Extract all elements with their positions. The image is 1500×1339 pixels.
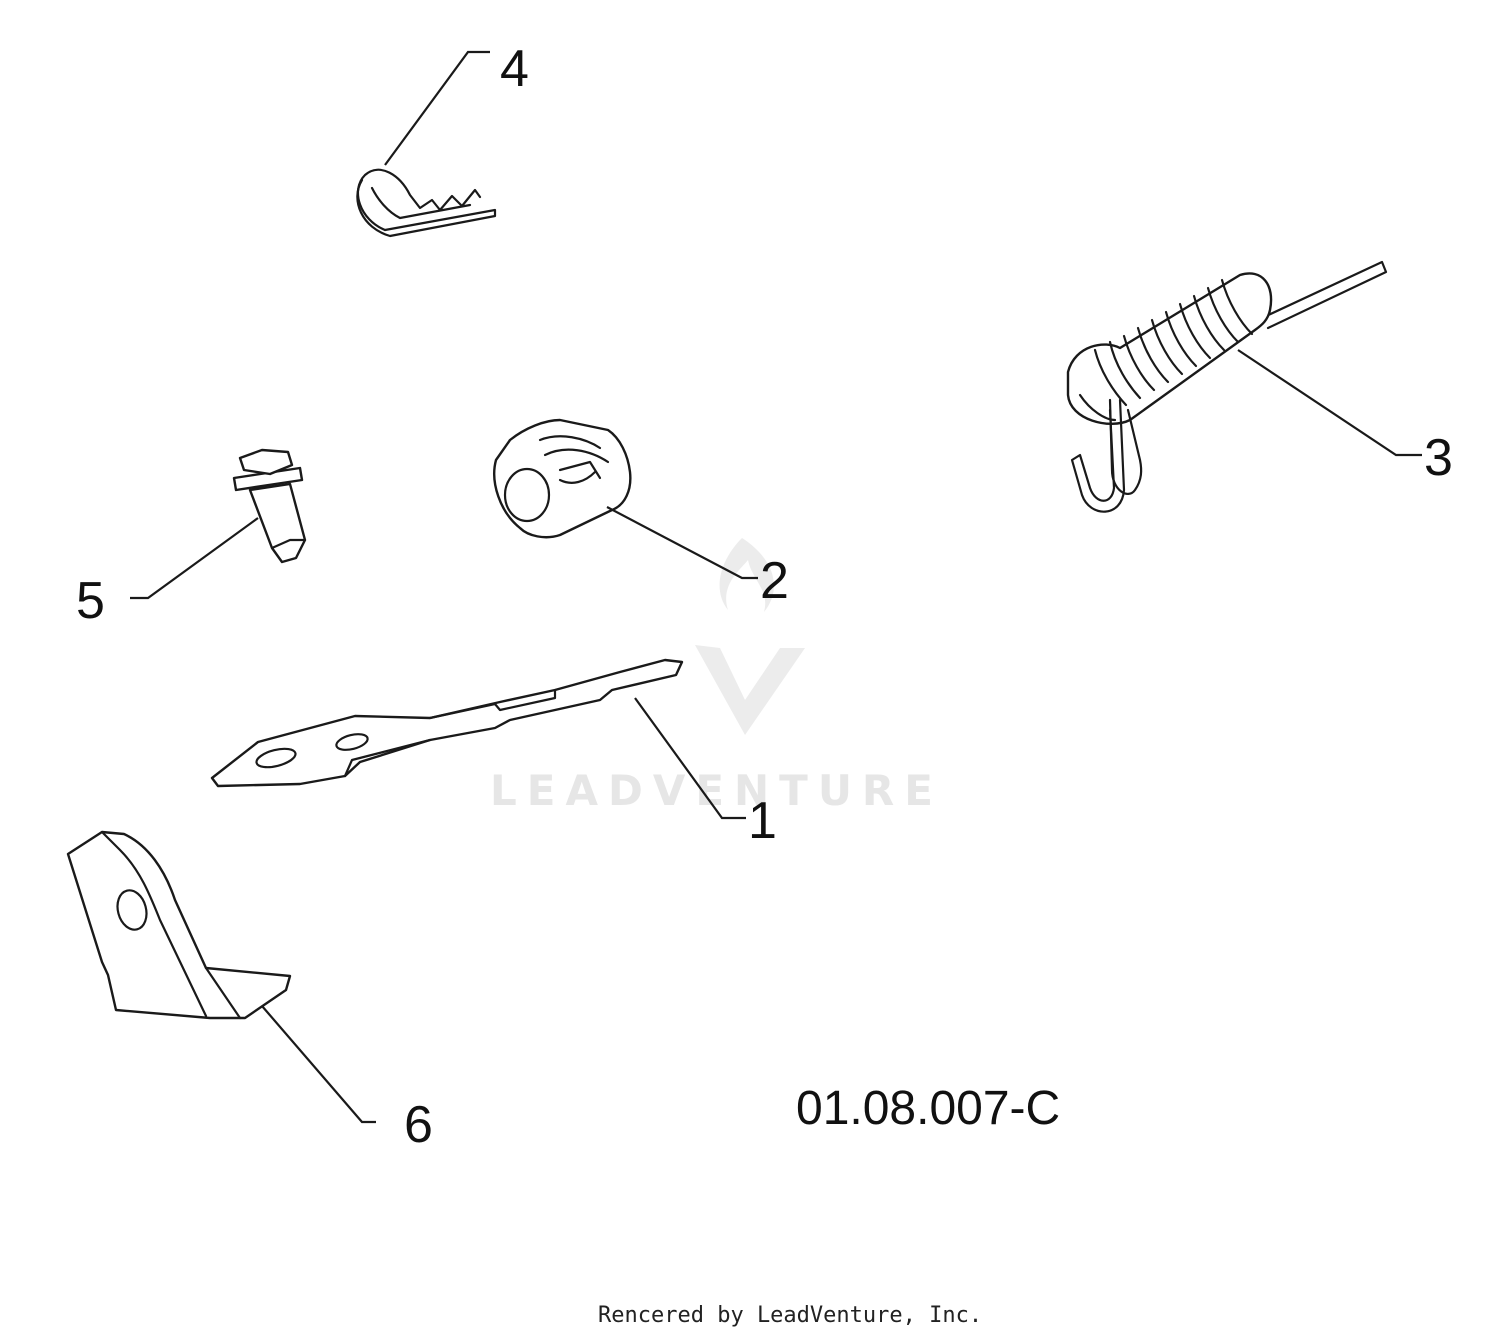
- diagram-code-label: 01.08.007-C: [796, 1082, 1060, 1135]
- part-6-angle-bracket: [66, 830, 292, 1020]
- part-2-detent-insert: [493, 418, 632, 539]
- leader-line-1: [634, 697, 746, 820]
- callout-2: 2: [760, 552, 789, 610]
- callout-4: 4: [500, 40, 529, 98]
- watermark-v-logo-icon: [695, 645, 805, 735]
- footer-credit: Rencered by LeadVenture, Inc.: [598, 1303, 982, 1328]
- callout-1: 1: [748, 792, 777, 850]
- leader-line-5: [130, 517, 259, 600]
- part-4-hairpin-clip: [356, 168, 497, 238]
- leader-line-6: [261, 1005, 376, 1124]
- callout-6: 6: [404, 1096, 433, 1154]
- callout-3: 3: [1424, 429, 1453, 487]
- watermark-flame-icon: [719, 538, 774, 612]
- leader-line-3: [1237, 349, 1422, 457]
- leader-line-4: [384, 50, 490, 166]
- part-5-flange-bolt: [232, 448, 307, 564]
- watermark-text: LEADVENTURE: [490, 766, 943, 815]
- leader-line-2: [606, 506, 758, 580]
- callout-5: 5: [76, 572, 105, 630]
- part-3-extension-spring: [1066, 260, 1388, 513]
- part-1-link-plate: [210, 658, 684, 788]
- leadventure-watermark: LEADVENTURE: [490, 538, 943, 815]
